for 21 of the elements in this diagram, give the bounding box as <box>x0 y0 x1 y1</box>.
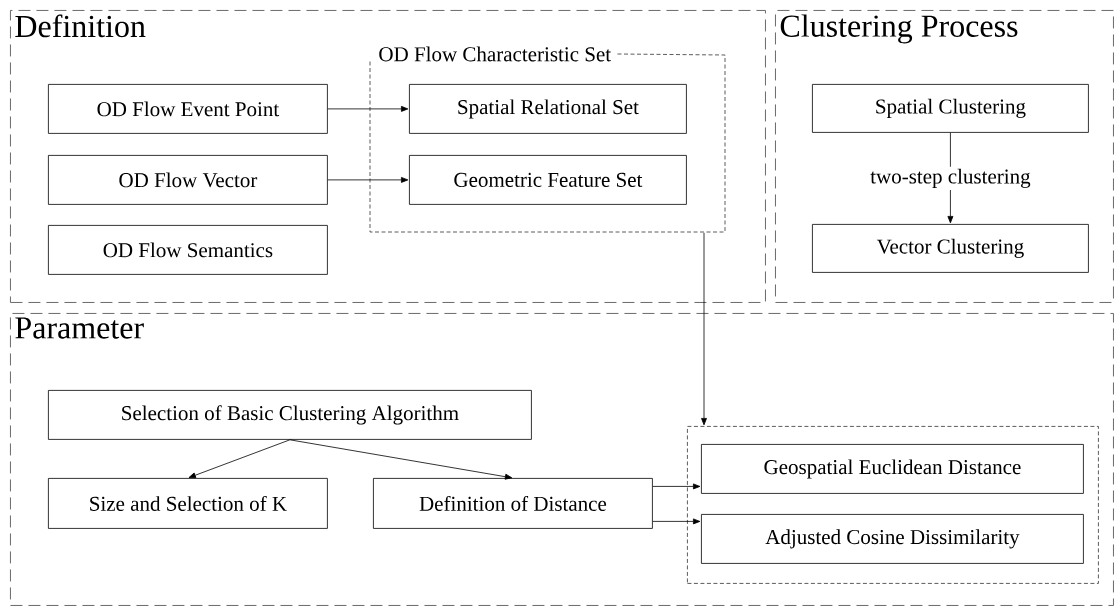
process-box: Spatial Clustering <box>812 84 1089 133</box>
arrow <box>188 439 291 479</box>
process-box: Geospatial Euclidean Distance <box>701 444 1084 494</box>
process-box: Vector Clustering <box>812 224 1089 273</box>
process-box: Selection of Basic Clustering Algorithm <box>48 390 532 440</box>
arrow <box>327 105 409 112</box>
process-box: OD Flow Event Point <box>48 84 328 134</box>
process-box: Size and Selection of K <box>48 478 328 529</box>
arrow <box>701 232 707 426</box>
arrow <box>652 483 701 490</box>
edge-label: two-step clustering <box>870 168 1031 188</box>
process-box: OD Flow Vector <box>48 155 328 205</box>
arrow <box>327 177 409 183</box>
process-box: Adjusted Cosine Dissimilarity <box>701 514 1084 564</box>
process-box: Geometric Feature Set <box>409 155 687 205</box>
process-box: Spatial Relational Set <box>409 84 687 134</box>
arrow <box>289 439 513 480</box>
process-box: Definition of Distance <box>373 478 653 529</box>
process-box: OD Flow Semantics <box>48 225 328 275</box>
arrow <box>652 518 701 525</box>
group-box <box>687 426 1099 584</box>
